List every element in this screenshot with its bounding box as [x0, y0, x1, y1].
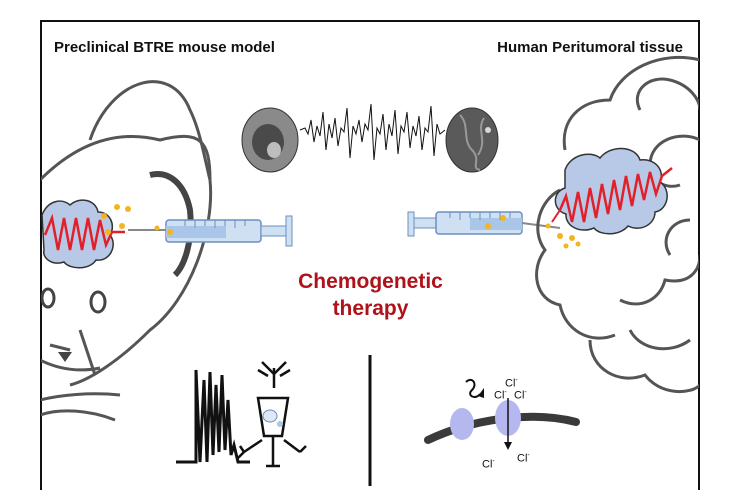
syringe-left — [128, 215, 293, 247]
mri-human-brain — [445, 107, 499, 173]
ligand-squiggle-icon — [465, 378, 481, 398]
chloride-ion-label: Cl- — [494, 389, 507, 402]
receptor-channel — [450, 408, 474, 440]
therapy-title: Chemogenetic therapy — [0, 268, 741, 322]
chloride-ion-label: Cl- — [517, 452, 530, 465]
left-panel-label: Preclinical BTRE mouse model — [54, 39, 275, 56]
mouse-tumor — [41, 199, 125, 269]
therapy-title-line1: Chemogenetic — [298, 270, 443, 293]
chloride-ion-label: Cl- — [514, 389, 527, 402]
human-brain-illustration — [535, 55, 699, 394]
drug-dots-left — [101, 204, 131, 235]
mouse-illustration — [41, 80, 213, 422]
therapy-title-line2: therapy — [332, 297, 409, 320]
mouse-eye — [89, 290, 107, 314]
right-panel-label: Human Peritumoral tissue — [497, 39, 683, 56]
neuron-firing-trace — [176, 369, 250, 464]
chloride-ion-label: Cl- — [482, 458, 495, 471]
human-tumor — [551, 147, 673, 249]
mri-mouse-brain — [241, 107, 299, 173]
mouse-nose — [58, 352, 72, 362]
chloride-ion-label: Cl- — [505, 377, 518, 390]
eeg-trace — [299, 103, 446, 161]
syringe-right — [407, 211, 561, 237]
receptor-vesicle — [262, 409, 278, 423]
